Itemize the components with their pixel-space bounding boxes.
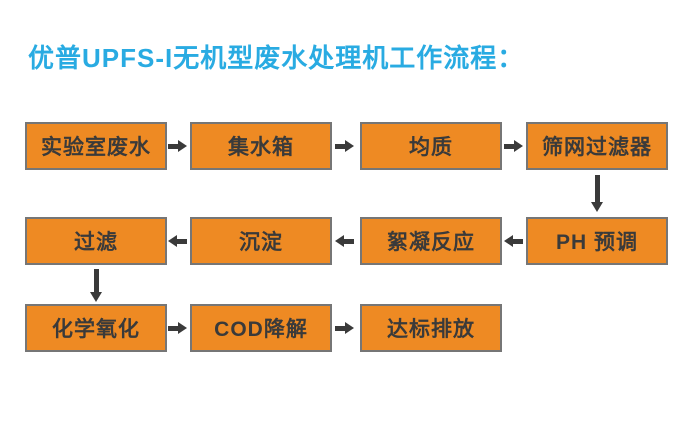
arrow-head xyxy=(90,292,102,302)
arrow-shaft xyxy=(168,143,178,149)
arrow-right-icon xyxy=(168,322,187,334)
arrow-head xyxy=(168,235,177,247)
arrow-right-icon xyxy=(168,140,187,152)
arrow-shaft xyxy=(93,269,99,292)
flow-node-ph-preadjust: PH 预调 xyxy=(526,217,668,265)
arrow-head xyxy=(335,235,344,247)
arrow-head xyxy=(178,140,187,152)
arrow-head xyxy=(591,202,603,212)
arrow-shaft xyxy=(335,325,345,331)
arrow-right-icon xyxy=(335,140,354,152)
flow-node-homogenization: 均质 xyxy=(360,122,502,170)
arrow-shaft xyxy=(504,143,514,149)
arrow-shaft xyxy=(335,143,345,149)
arrow-head xyxy=(345,140,354,152)
flow-node-flocculation: 絮凝反应 xyxy=(360,217,502,265)
arrow-shaft xyxy=(594,175,600,202)
arrow-down-icon xyxy=(90,269,102,302)
arrow-head xyxy=(514,140,523,152)
flow-node-screen-filter: 筛网过滤器 xyxy=(526,122,668,170)
arrow-shaft xyxy=(177,238,187,244)
arrow-head xyxy=(345,322,354,334)
arrow-head xyxy=(504,235,513,247)
arrow-shaft xyxy=(344,238,354,244)
flow-node-lab-wastewater: 实验室废水 xyxy=(25,122,167,170)
arrow-right-icon xyxy=(335,322,354,334)
arrow-down-icon xyxy=(591,175,603,212)
arrow-shaft xyxy=(168,325,178,331)
arrow-right-icon xyxy=(504,140,523,152)
arrow-left-icon xyxy=(335,235,354,247)
page-title: 优普UPFS-I无机型废水处理机工作流程： xyxy=(28,43,525,73)
flow-node-discharge: 达标排放 xyxy=(360,304,502,352)
flow-node-sedimentation: 沉淀 xyxy=(190,217,332,265)
arrow-shaft xyxy=(513,238,523,244)
arrow-head xyxy=(178,322,187,334)
flow-node-filtration: 过滤 xyxy=(25,217,167,265)
flow-node-cod-degradation: COD降解 xyxy=(190,304,332,352)
flow-node-chemical-oxidation: 化学氧化 xyxy=(25,304,167,352)
arrow-left-icon xyxy=(168,235,187,247)
arrow-left-icon xyxy=(504,235,523,247)
flow-node-collection-tank: 集水箱 xyxy=(190,122,332,170)
